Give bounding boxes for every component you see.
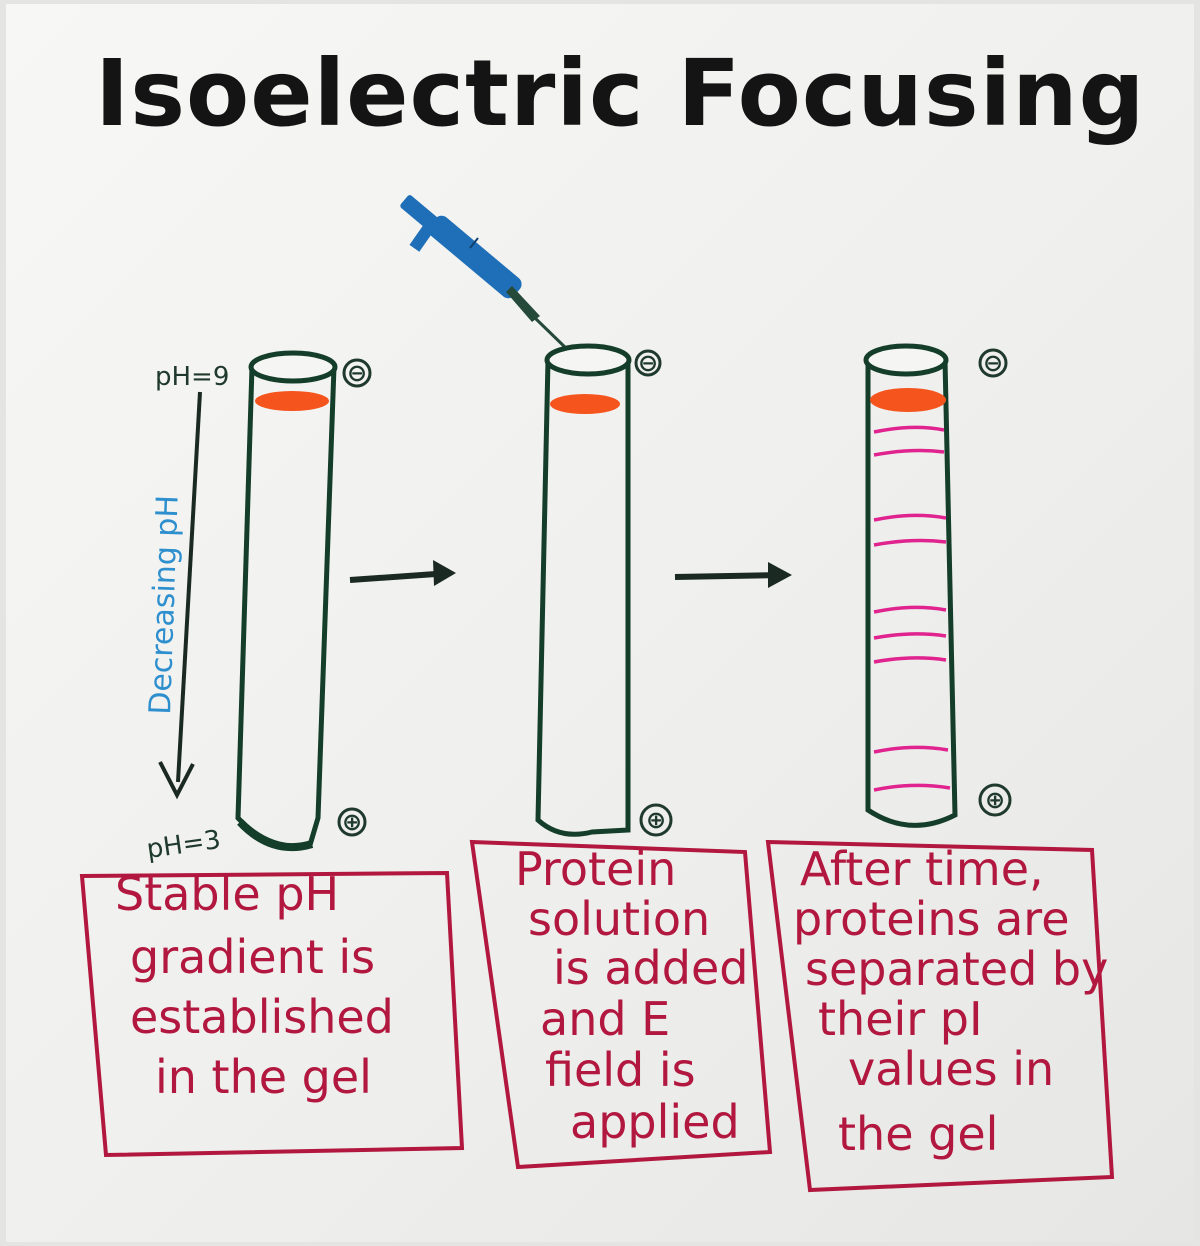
protein-band-added <box>550 394 620 414</box>
caption-3-line-3: separated by <box>805 942 1108 996</box>
negative-sign-3: ⊖ <box>983 349 1003 377</box>
ph-bottom-label: pH=3 <box>145 825 223 865</box>
decreasing-ph-label: Decreasing pH <box>143 494 186 715</box>
protein-band-reference <box>870 388 946 412</box>
negative-electrode-2 <box>634 349 662 377</box>
ph-top-label: pH=9 <box>155 362 229 392</box>
syringe-icon <box>400 195 572 354</box>
focused-protein-bands <box>873 425 951 792</box>
caption-3-line-4: their pI <box>818 992 983 1046</box>
caption-2-line-3: is added <box>553 941 748 995</box>
caption-3-line-1: After time, <box>800 842 1044 896</box>
gel-tube-3: ⊖ ⊕ <box>863 343 1012 828</box>
tube-3-body <box>865 359 958 828</box>
protein-band-initial <box>255 391 329 411</box>
positive-sign-1: ⊕ <box>342 808 362 836</box>
negative-electrode-1 <box>342 358 372 388</box>
tube-1-top <box>248 350 338 384</box>
gel-tube-2: ⊖ ⊕ <box>535 343 673 837</box>
caption-1-line-4: in the gel <box>155 1050 372 1104</box>
caption-1-line-2: gradient is <box>130 930 375 984</box>
caption-box-2: Protein solution is added and E field is… <box>469 839 773 1170</box>
caption-2-line-4: and E <box>540 992 670 1046</box>
caption-box-1: Stable pH gradient is established in the… <box>79 867 465 1158</box>
ph-gradient-axis: pH=9 Decreasing pH pH=3 <box>143 362 229 865</box>
positive-electrode-1 <box>337 807 367 837</box>
positive-electrode-2 <box>639 803 673 837</box>
caption-3-line-5: values in <box>848 1042 1054 1096</box>
caption-3-line-6: the gel <box>838 1107 998 1161</box>
step-arrow-2 <box>674 562 792 588</box>
paper-background <box>6 4 1194 1242</box>
caption-2-line-1: Protein <box>515 842 676 896</box>
caption-1-line-1: Stable pH <box>115 867 339 921</box>
caption-2-line-5: field is <box>545 1043 696 1097</box>
caption-2-line-2: solution <box>528 892 710 946</box>
tube-2-top <box>544 343 632 377</box>
caption-3-line-2: proteins are <box>793 892 1070 946</box>
step-arrow-1 <box>349 560 456 586</box>
caption-box-3: After time, proteins are separated by th… <box>765 839 1115 1193</box>
tube-1-bottom <box>237 819 314 852</box>
gradient-axis-arrowhead <box>158 761 195 800</box>
caption-1-line-3: established <box>130 990 394 1044</box>
tube-1-body <box>235 366 337 849</box>
negative-sign-2: ⊖ <box>638 349 658 377</box>
gel-tube-1: ⊖ ⊕ <box>235 350 372 852</box>
positive-sign-2: ⊕ <box>646 806 666 834</box>
caption-2-line-6: applied <box>570 1095 740 1149</box>
tube-2-body <box>535 359 631 837</box>
negative-electrode-3 <box>978 348 1008 378</box>
positive-electrode-3 <box>978 783 1012 817</box>
gradient-axis-line <box>176 391 202 783</box>
diagram-title: Isoelectric Focusing <box>95 40 1146 147</box>
positive-sign-3: ⊕ <box>985 786 1005 814</box>
tube-3-top <box>863 343 949 377</box>
negative-sign-1: ⊖ <box>347 359 367 387</box>
